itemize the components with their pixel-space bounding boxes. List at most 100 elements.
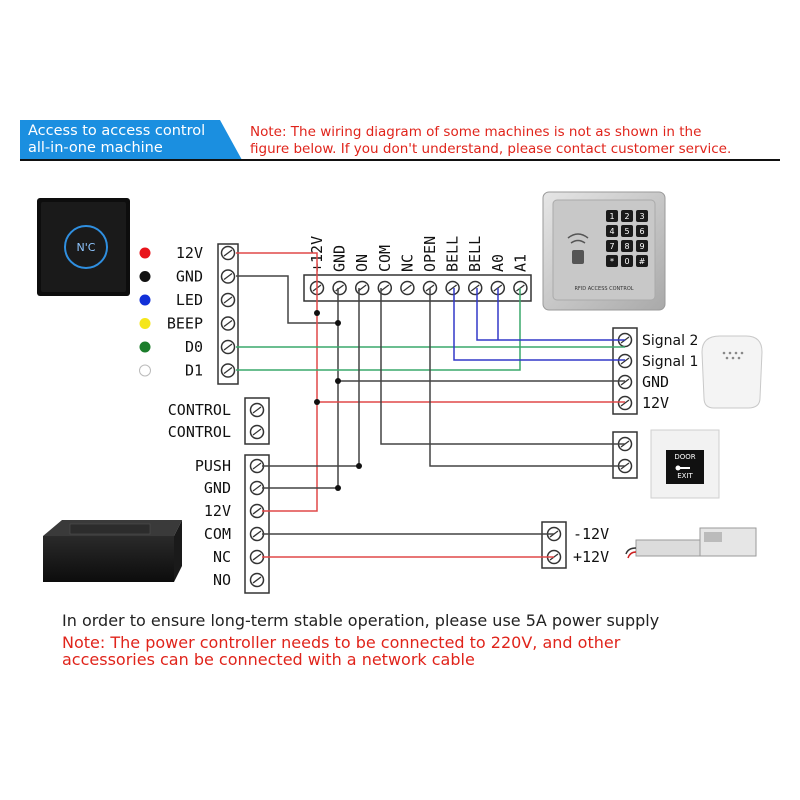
terminal-screw (617, 395, 633, 411)
terminal-screw (617, 353, 633, 369)
top-note-line1: Note: The wiring diagram of some machine… (250, 124, 702, 140)
controller-terminal-label: CONTROL (168, 401, 231, 419)
keypad-key-label: 1 (609, 212, 614, 221)
card-slot-icon (572, 250, 584, 264)
keypad-key (606, 225, 618, 237)
keypad-key (621, 255, 633, 267)
keypad-key-label: 9 (639, 242, 644, 251)
terminal-screw (249, 458, 265, 474)
keypad-key-label: 6 (639, 227, 644, 236)
footer-power-note: In order to ensure long-term stable oper… (62, 611, 660, 630)
keypad-key-label: # (639, 257, 646, 266)
banner-title-line1: Access to access control (28, 123, 206, 139)
keypad-terminal-label: BELL (444, 236, 462, 272)
keypad-key (606, 240, 618, 252)
keypad-key-label: 7 (609, 242, 614, 251)
controller-terminal-label: PUSH (195, 457, 231, 475)
keypad-key-label: * (610, 257, 614, 266)
reader-terminal-label: LED (176, 291, 203, 309)
rfid-icon (567, 233, 589, 244)
card-reader: N'C (37, 198, 130, 296)
terminal-screw (467, 280, 483, 296)
terminal-screw (220, 245, 236, 261)
controller-terminal-label: NO (213, 571, 231, 589)
exit-button-text-bottom: EXIT (677, 472, 693, 480)
keypad-terminal-label: ON (353, 254, 371, 272)
keypad-key (636, 255, 648, 267)
keypad-key (606, 255, 618, 267)
reader-terminal-label: D0 (185, 338, 203, 356)
reader-logo: N'C (77, 241, 96, 254)
lock-terminal-label: +12V (573, 548, 609, 566)
terminal-screw (249, 424, 265, 440)
lock-terminal-label: -12V (573, 525, 609, 543)
keypad-key (621, 240, 633, 252)
terminal-screw (445, 280, 460, 296)
keypad-terminal-label: A1 (511, 254, 529, 272)
keypad-key (621, 225, 633, 237)
keypad-key-label: 3 (639, 212, 644, 221)
reader-terminal-strip (217, 243, 239, 385)
keypad-terminal-label: GND (331, 245, 349, 272)
terminal-screw (220, 316, 236, 331)
terminal-screw (400, 280, 415, 296)
reader-terminal-label: BEEP (167, 315, 203, 333)
controller-terminal-label: COM (204, 525, 231, 543)
exit-button-text-top: DOOR (674, 453, 695, 461)
banner-title: Access to access control all-in-one mach… (28, 123, 205, 157)
banner-background (20, 120, 242, 160)
power-controller-box (43, 520, 182, 582)
wire-color-dot (139, 341, 151, 353)
terminal-screw (354, 280, 370, 296)
wire-color-dot (139, 247, 151, 259)
wire-com-exit (380, 288, 625, 445)
keypad-key (636, 225, 648, 237)
wire-color-dot (139, 364, 151, 377)
terminal-screw (249, 549, 265, 565)
keypad-terminal-label: NC (398, 254, 416, 272)
terminal-screw (249, 402, 265, 418)
keypad-key-label: 4 (609, 227, 614, 236)
controller-terminal-label: 12V (204, 502, 231, 520)
terminal-screw (220, 269, 236, 284)
terminal-screw (249, 572, 265, 588)
keypad-key-label: 8 (624, 242, 629, 251)
wire-reader-12v (236, 252, 318, 288)
keypad-key (606, 210, 618, 222)
doorbell-terminal-label: 12V (642, 394, 669, 412)
key-icon (675, 465, 681, 471)
wire-on-push (262, 288, 360, 467)
keypad-key-label: 0 (624, 257, 629, 266)
controller-terminal-label: CONTROL (168, 423, 231, 441)
reader-terminal-label: 12V (176, 244, 203, 262)
wire-color-dot (139, 318, 151, 329)
reader-terminal-label: D1 (185, 362, 203, 380)
terminal-screw (332, 280, 347, 296)
controller-terminal-label: NC (213, 548, 231, 566)
keypad-key-label: 5 (624, 227, 629, 236)
terminal-screw (249, 503, 265, 519)
footer-warning-line2: accessories can be connected with a netw… (62, 650, 475, 669)
doorbell (701, 335, 763, 409)
wire-12v-bus (262, 288, 318, 512)
title-banner: Access to access control all-in-one mach… (20, 120, 242, 160)
wire-color-dot (139, 294, 151, 306)
controller-terminal-strip (244, 397, 270, 594)
terminal-screw (220, 363, 236, 378)
keypad-key (636, 240, 648, 252)
terminal-screw (249, 480, 265, 496)
keypad-terminal-label: OPEN (421, 236, 439, 272)
terminal-screw (249, 526, 265, 542)
keypad-terminal-label: A0 (489, 254, 507, 272)
electric-lock (625, 527, 757, 559)
wire-open-exit (429, 288, 625, 467)
footer-warning: Note: The power controller needs to be c… (62, 634, 662, 668)
doorbell-terminal-label: Signal 1 (642, 354, 698, 370)
controller-terminal-label: GND (204, 479, 231, 497)
doorbell-terminal-label: Signal 2 (642, 333, 698, 349)
terminal-screw (617, 374, 633, 390)
banner-title-line2: all-in-one machine (28, 140, 163, 156)
top-note-line2: figure below. If you don't understand, p… (250, 141, 732, 157)
terminal-screw (220, 292, 236, 308)
